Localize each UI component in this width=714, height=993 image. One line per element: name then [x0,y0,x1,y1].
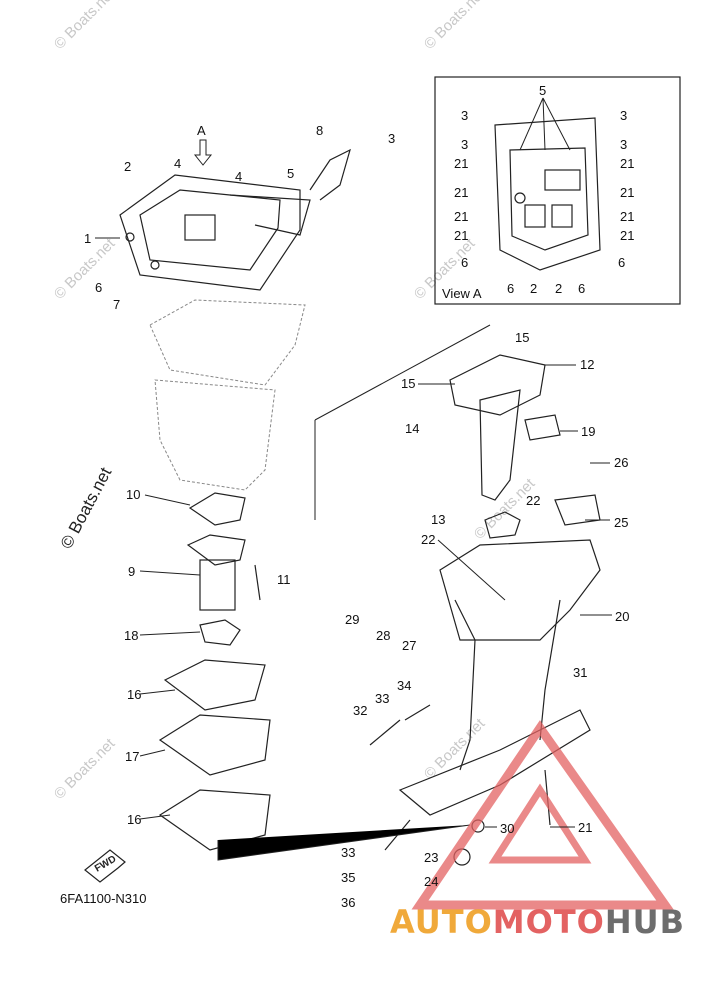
fwd-arrow: FWD [84,849,126,883]
callout-label: 24 [424,874,438,889]
callout-label: 22 [526,493,540,508]
watermark-text: © Boats.net [51,0,119,53]
callout-label: 4 [174,156,181,171]
callout-label: 8 [316,123,323,138]
callout-label: 34 [397,678,411,693]
brand-part-moto: MOTO [492,903,605,941]
callout-label: 2 [530,281,537,296]
callout-label: 31 [573,665,587,680]
callout-label: 9 [128,564,135,579]
callout-label: 21 [620,185,634,200]
leader-frame-lines [217,324,491,861]
view-a-panel: View A [434,76,681,305]
callout-label: 3 [461,108,468,123]
callout-label: 21 [454,185,468,200]
watermark-text: © Boats.net [471,475,539,543]
callout-label: 16 [127,812,141,827]
callout-label: 21 [620,156,634,171]
callout-label: 2 [555,281,562,296]
callout-label: 12 [580,357,594,372]
callout-label: 19 [581,424,595,439]
watermark-text: © Boats.net [421,715,489,783]
view-a-label: View A [442,286,482,301]
callout-label: 25 [614,515,628,530]
callout-label: 36 [341,895,355,910]
diagram-code: 6FA1100-N310 [60,891,147,906]
callout-label: 14 [405,421,419,436]
callout-label: 21 [620,228,634,243]
callout-label: 35 [341,870,355,885]
callout-label: 15 [515,330,529,345]
brand-part-hub: HUB [604,903,686,941]
callout-label: 11 [277,572,291,587]
callout-label: 32 [353,703,367,718]
callout-label: 26 [614,455,628,470]
callout-label: 1 [84,231,91,246]
view-a-callout-labels: 5 3 3 3 3 21 21 21 21 21 21 21 21 6 6 6 … [454,83,634,296]
callout-label: 10 [126,487,140,502]
callout-label: 33 [375,691,389,706]
callout-labels: 1 2 3 4 4 5 6 7 8 9 10 11 12 13 14 15 15… [84,123,629,910]
callout-label: 18 [124,628,138,643]
automotohub-logo-text: AUTOMOTOHUB [390,903,710,943]
callout-label: 15 [401,376,415,391]
automotohub-logo-mark [411,720,674,910]
callout-label: 3 [388,131,395,146]
callout-label: 2 [124,159,131,174]
callout-label: 6 [461,255,468,270]
callout-label: 4 [235,169,242,184]
callout-label: 30 [500,821,514,836]
callout-label: 7 [113,297,120,312]
view-arrow-label: A [197,123,206,138]
callout-label: 6 [578,281,585,296]
callout-label: 21 [454,228,468,243]
callout-label: 6 [507,281,514,296]
callout-label: 33 [341,845,355,860]
callout-label: 3 [620,108,627,123]
engine-outline-ghost [149,299,306,491]
callout-label: 16 [127,687,141,702]
watermark-text: © Boats.net [51,735,119,803]
callout-label: 21 [578,820,592,835]
callout-label: 13 [431,512,445,527]
callout-label: 27 [402,638,416,653]
callout-label: 3 [620,137,627,152]
callout-label: 17 [125,749,139,764]
mount-stack-part [158,492,271,851]
callout-label: 3 [461,137,468,152]
callout-label: 5 [539,83,546,98]
callout-label: 6 [618,255,625,270]
callout-label: 28 [376,628,390,643]
callout-label: 20 [615,609,629,624]
brand-part-auto: AUTO [390,903,493,941]
callout-label: 22 [421,532,435,547]
exhaust-guide-part [119,148,351,291]
view-arrow: A [193,123,213,166]
callout-label: 21 [620,209,634,224]
watermark-text: © Boats.net [421,0,489,53]
watermark-text: © Boats.net [57,464,116,552]
callout-label: 21 [454,156,468,171]
callout-label: 21 [454,209,468,224]
callout-label: 29 [345,612,359,627]
callout-label: 23 [424,850,438,865]
callout-label: 6 [95,280,102,295]
callout-label: 5 [287,166,294,181]
